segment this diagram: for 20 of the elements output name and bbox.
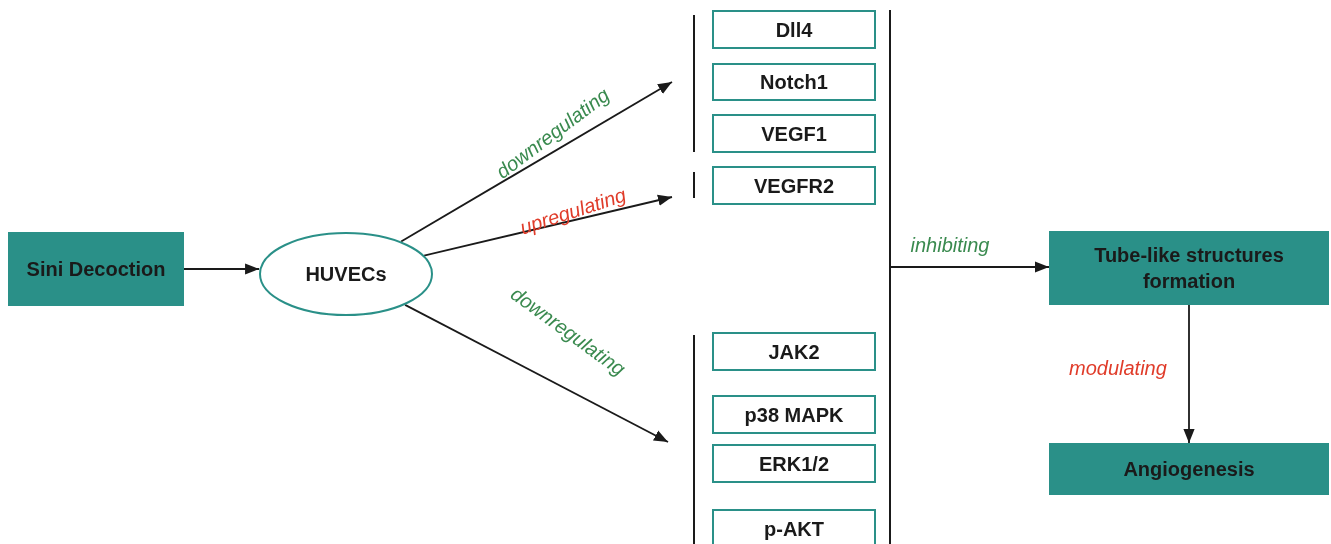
- outcome-box: Sini Decoction: [8, 232, 184, 306]
- gene-box: p-AKT: [712, 509, 876, 544]
- arrow: [400, 81, 673, 243]
- gene-box: p38 MAPK: [712, 395, 876, 434]
- edge-label: modulating: [1069, 356, 1167, 380]
- gene-box: Notch1: [712, 63, 876, 101]
- outcome-box: Angiogenesis: [1049, 443, 1329, 495]
- gene-box: Dll4: [712, 10, 876, 49]
- arrow: [1183, 304, 1195, 444]
- gene-box: VEGF1: [712, 114, 876, 153]
- edge-label: inhibiting: [910, 233, 990, 257]
- arrow: [404, 303, 669, 443]
- arrow: [423, 194, 673, 257]
- outcome-box: Tube-like structures formation: [1049, 231, 1329, 305]
- gene-box: VEGFR2: [712, 166, 876, 205]
- gene-box: JAK2: [712, 332, 876, 371]
- gene-box: ERK1/2: [712, 444, 876, 483]
- cell-ellipse: HUVECs: [259, 232, 433, 316]
- arrow: [889, 261, 1050, 273]
- arrow: [183, 263, 260, 275]
